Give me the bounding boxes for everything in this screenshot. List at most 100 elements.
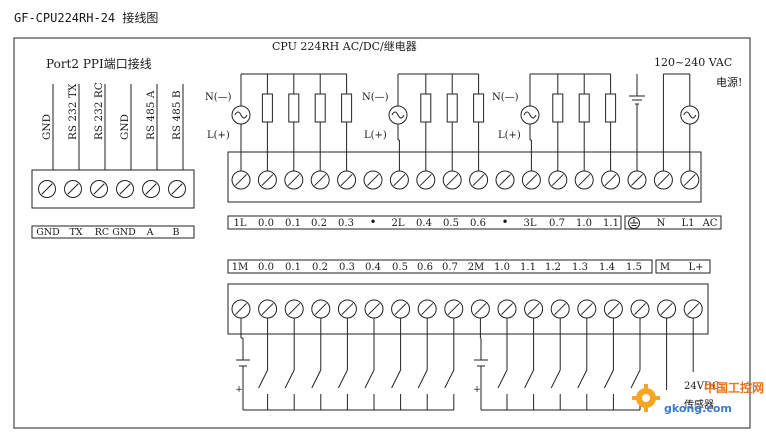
- port-pin-label: A: [146, 227, 154, 238]
- switch-contact: [311, 369, 322, 389]
- terminal-screw: [442, 170, 462, 190]
- output-load-wiring: N(—)L(+)N(—)L(+)N(—)L(+): [205, 73, 700, 171]
- output-terminal-label: 0.2: [311, 218, 327, 229]
- input-switch-wiring: ++: [235, 318, 694, 411]
- neutral-label: N(—): [362, 92, 389, 103]
- output-terminal-label: L1: [681, 218, 694, 229]
- screw-slot: [419, 174, 432, 186]
- switch-contact: [524, 369, 535, 389]
- input-terminal-label: 1.4: [599, 262, 615, 273]
- sine-wave: [523, 111, 537, 119]
- input-terminal-label: 0.5: [392, 262, 408, 273]
- screw-slot: [551, 174, 564, 186]
- terminal-screw: [64, 180, 82, 198]
- output-terminal-label: AC: [702, 218, 718, 229]
- output-power-strip: [624, 215, 722, 230]
- ac-source-icon: [388, 105, 408, 125]
- output-terminal-label: •: [501, 215, 508, 229]
- input-terminal-label: 0.6: [417, 262, 433, 273]
- output-terminal-label: 1.1: [603, 218, 619, 229]
- terminal-screw: [142, 180, 160, 198]
- terminal-screw: [417, 299, 437, 319]
- sine-wave: [234, 111, 248, 119]
- port-pin-strip: [31, 225, 195, 239]
- screw-slot: [393, 174, 406, 186]
- terminal-screw: [258, 299, 278, 319]
- ground-circle: [628, 217, 640, 229]
- terminal-screw: [416, 170, 436, 190]
- output-terminal-label: N: [657, 218, 666, 229]
- input-terminal-label: 0.7: [442, 262, 458, 273]
- screw-slot: [447, 303, 460, 315]
- screw-slot: [604, 174, 617, 186]
- watermark: 中国工控网 gkong.com: [632, 380, 764, 415]
- line-label: L(+): [498, 130, 521, 141]
- screw-slot: [446, 174, 459, 186]
- screw-slot: [314, 303, 327, 315]
- terminal-screw: [337, 170, 357, 190]
- output-terminal-block: [227, 151, 702, 203]
- terminal-screw: [653, 170, 673, 190]
- switch-contact: [364, 369, 375, 389]
- load-resistor: [341, 93, 353, 123]
- terminal-screw: [284, 170, 304, 190]
- screw-slot: [527, 303, 540, 315]
- load-resistor: [605, 93, 617, 123]
- terminal-screw: [364, 299, 384, 319]
- port-vertical-label: RS 485 B: [171, 90, 183, 140]
- screw-slot: [631, 174, 643, 186]
- screw-slot: [421, 303, 434, 315]
- output-terminal-label: •: [369, 215, 376, 229]
- port-pin-label: B: [173, 227, 180, 238]
- screw-slot: [394, 303, 407, 315]
- terminal-screw: [257, 170, 277, 190]
- switch-contact: [417, 369, 428, 389]
- switch-contact: [630, 369, 641, 389]
- neutral-label: N(—): [205, 92, 232, 103]
- screw-slot: [145, 183, 157, 195]
- terminal-screw: [497, 299, 517, 319]
- watermark-brand: 中国工控网: [704, 380, 764, 395]
- output-terminal-label: 2L: [391, 218, 404, 229]
- port-terminal-block: [31, 169, 195, 209]
- gear-logo-icon: [632, 384, 660, 412]
- switch-contact: [391, 369, 402, 389]
- ground-symbol-icon: [628, 217, 640, 229]
- load-resistor: [446, 93, 458, 123]
- line-label: L(+): [207, 130, 230, 141]
- terminal-screw: [38, 180, 56, 198]
- cpu-title: CPU 224RH AC/DC/继电器: [272, 40, 417, 53]
- ac-source-icon: [231, 105, 251, 125]
- screw-slot: [607, 303, 620, 315]
- output-terminal-label: 1.0: [576, 218, 592, 229]
- screw-slot: [634, 303, 646, 315]
- load-resistor: [314, 93, 326, 123]
- ac-source-icon: [680, 105, 700, 125]
- input-terminal-label: 1.3: [572, 262, 588, 273]
- input-terminal-label: 0.1: [285, 262, 301, 273]
- terminal-screw: [470, 299, 490, 319]
- input-terminal-label: 1.2: [545, 262, 561, 273]
- output-label-strip: [227, 215, 622, 230]
- terminal-screw: [90, 180, 108, 198]
- input-terminal-label: 0.4: [365, 262, 381, 273]
- terminal-screw: [521, 170, 541, 190]
- screw-slot: [525, 174, 538, 186]
- output-terminal-label: 0.3: [338, 218, 354, 229]
- screw-slot: [472, 174, 485, 186]
- screw-slot: [287, 174, 300, 186]
- terminal-screw: [548, 170, 568, 190]
- terminal-screw: [311, 299, 331, 319]
- port-vertical-label: GND: [41, 114, 53, 140]
- output-terminal-label: 0.7: [549, 218, 565, 229]
- battery-plus: +: [235, 385, 243, 395]
- sine-wave: [391, 111, 405, 119]
- input-power-strip: [655, 259, 711, 274]
